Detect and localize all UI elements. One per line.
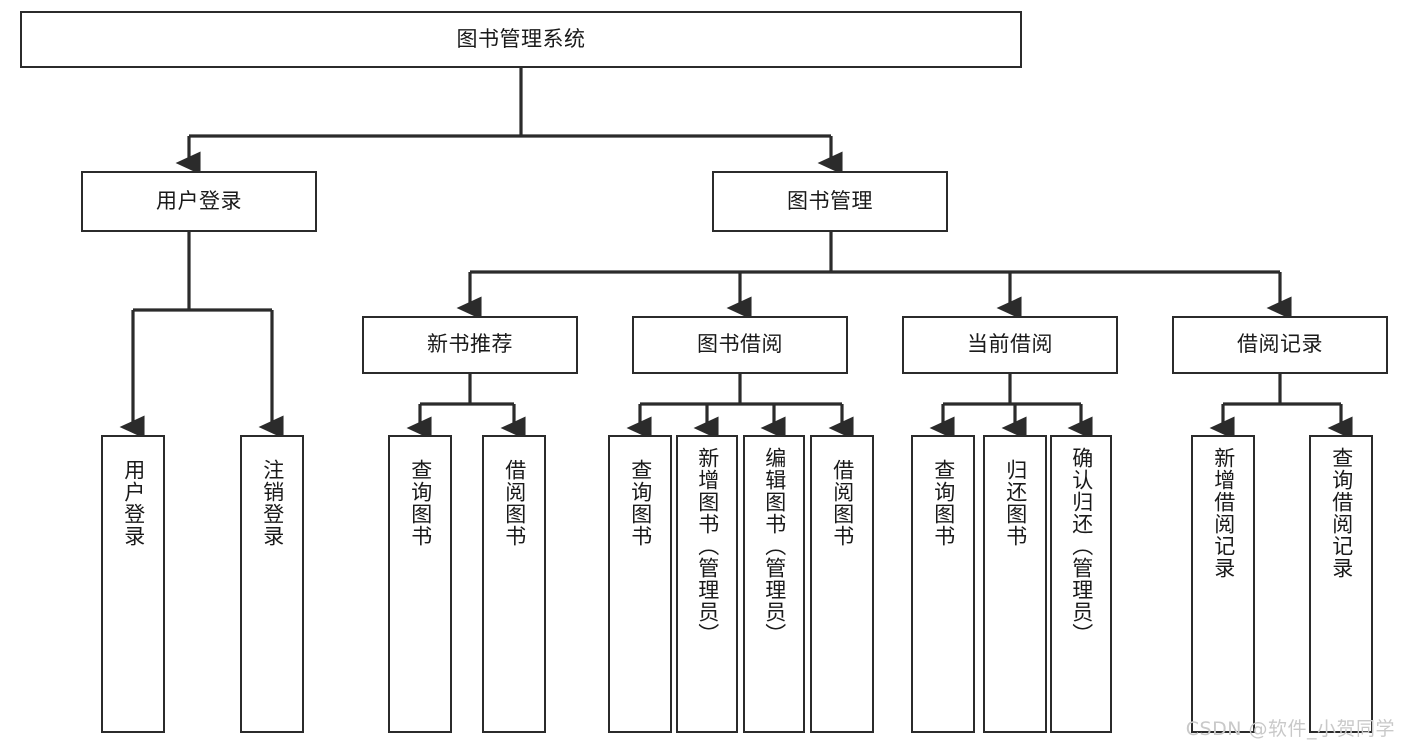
leaf-query-book-borrow[interactable]: 查询图书 [608, 435, 672, 733]
leaf-return-book[interactable]: 归还图书 [983, 435, 1047, 733]
node-current-borrow[interactable]: 当前借阅 [902, 316, 1118, 374]
leaf-query-book-recommend-label: 查询图书 [408, 459, 433, 547]
leaf-query-book-recommend[interactable]: 查询图书 [388, 435, 452, 733]
leaf-borrow-book-recommend-label: 借阅图书 [502, 459, 527, 547]
leaf-return-book-label: 归还图书 [1003, 459, 1028, 547]
leaf-borrow-book-borrow[interactable]: 借阅图书 [810, 435, 874, 733]
node-root-label: 图书管理系统 [456, 26, 586, 51]
leaf-confirm-return-admin-label: 确认归还（管理员） [1069, 447, 1094, 645]
leaf-user-login-label: 用户登录 [121, 459, 146, 547]
leaf-query-book-current-label: 查询图书 [931, 459, 956, 547]
leaf-user-login[interactable]: 用户登录 [101, 435, 165, 733]
node-book-management-label: 图书管理 [787, 188, 873, 213]
leaf-borrow-book-recommend[interactable]: 借阅图书 [482, 435, 546, 733]
leaf-add-book-admin-label: 新增图书（管理员） [695, 447, 720, 645]
leaf-add-book-admin[interactable]: 新增图书（管理员） [676, 435, 738, 733]
leaf-add-borrow-record[interactable]: 新增借阅记录 [1191, 435, 1255, 733]
leaf-logout[interactable]: 注销登录 [240, 435, 304, 733]
leaf-confirm-return-admin[interactable]: 确认归还（管理员） [1050, 435, 1112, 733]
node-book-management[interactable]: 图书管理 [712, 171, 948, 232]
leaf-query-book-borrow-label: 查询图书 [628, 459, 653, 547]
node-current-borrow-label: 当前借阅 [967, 332, 1053, 357]
leaf-query-book-current[interactable]: 查询图书 [911, 435, 975, 733]
leaf-query-borrow-record-label: 查询借阅记录 [1329, 447, 1354, 579]
node-book-borrow[interactable]: 图书借阅 [632, 316, 848, 374]
leaf-edit-book-admin[interactable]: 编辑图书（管理员） [743, 435, 805, 733]
node-borrow-records[interactable]: 借阅记录 [1172, 316, 1388, 374]
node-new-book-recommend-label: 新书推荐 [427, 332, 513, 357]
leaf-add-borrow-record-label: 新增借阅记录 [1211, 447, 1236, 579]
node-user-login-label: 用户登录 [156, 188, 242, 213]
node-new-book-recommend[interactable]: 新书推荐 [362, 316, 578, 374]
node-root[interactable]: 图书管理系统 [20, 11, 1022, 68]
node-book-borrow-label: 图书借阅 [697, 332, 783, 357]
node-borrow-records-label: 借阅记录 [1237, 332, 1323, 357]
leaf-logout-label: 注销登录 [260, 459, 285, 547]
leaf-borrow-book-borrow-label: 借阅图书 [830, 459, 855, 547]
watermark-text: CSDN @软件_小贺同学 [1185, 718, 1395, 740]
leaf-query-borrow-record[interactable]: 查询借阅记录 [1309, 435, 1373, 733]
node-user-login[interactable]: 用户登录 [81, 171, 317, 232]
leaf-edit-book-admin-label: 编辑图书（管理员） [762, 447, 787, 645]
